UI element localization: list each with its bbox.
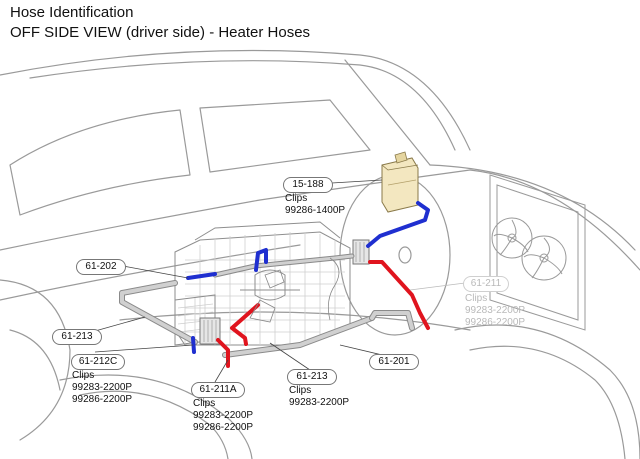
page-subtitle: OFF SIDE VIEW (driver side) - Heater Hos… [10, 24, 311, 41]
hose-61-202-gray-fill [213, 254, 354, 277]
note-line: 99283-2200P [72, 382, 133, 393]
wheelhouse-hub [398, 246, 412, 264]
note-line: 99286-1400P [285, 205, 346, 216]
leader-61-212c [94, 344, 194, 353]
note-line: Clips [285, 193, 308, 204]
note-line: Clips [72, 370, 95, 381]
engine-support [249, 299, 276, 323]
front-wheel-arch [454, 324, 640, 459]
radiator-frame [489, 174, 586, 331]
callout-61-212c: 61-212C [71, 354, 125, 370]
page-title: Hose Identification [10, 4, 134, 21]
reservoir-top [381, 164, 419, 171]
side-window [199, 99, 371, 173]
hose-61-211 [368, 260, 430, 330]
engine-top [194, 221, 341, 241]
engine-pipe [327, 257, 340, 321]
hose-15-188 [366, 201, 430, 248]
front-wheel-left-inner [79, 390, 229, 459]
fan-left-hub [507, 233, 517, 243]
front-wheel-left-arch [59, 374, 253, 459]
note-line: 99283-2200P [193, 410, 254, 421]
vehicle-body-outline [0, 49, 640, 459]
callout-61-212c-notes: Clips 99283-2200P 99286-2200P [72, 370, 132, 406]
roof-line [0, 49, 471, 151]
note-line: Clips [465, 293, 488, 304]
roof-inner-line [29, 60, 456, 151]
hose-61-201-fill [370, 311, 414, 330]
note-line: 99286-2200P [465, 317, 526, 328]
heater-core [199, 317, 221, 345]
note-line: Clips [289, 385, 312, 396]
hose-61-211a [230, 303, 260, 346]
leader-61-202 [122, 265, 189, 279]
engine-lower-hatch [177, 297, 214, 344]
callout-15-188: 15-188 [283, 177, 333, 193]
coolant-reservoir [381, 151, 419, 213]
blue-hoses [186, 201, 430, 354]
front-fender [429, 164, 636, 251]
note-line: 99283-2200P [289, 397, 350, 408]
hose-61-202-blue [186, 272, 217, 280]
note-line: 99283-2200P [465, 305, 526, 316]
fan-blades-left [493, 219, 529, 256]
leader-61-213b [269, 342, 311, 371]
fan-right [521, 235, 567, 281]
note-line: 99286-2200P [72, 394, 133, 405]
rear-lower-line [9, 329, 61, 391]
front-fender-2 [469, 169, 640, 271]
rear-wheel-arch [0, 279, 71, 441]
heater-valve-box [352, 239, 370, 265]
note-line: Clips [193, 398, 216, 409]
hose-61-202-blue-b [254, 248, 268, 272]
windshield-pillar [344, 59, 431, 166]
leader-61-211 [409, 282, 466, 291]
gray-hoses [119, 253, 415, 358]
leader-61-211a [214, 359, 229, 383]
hose-61-213-b-fill [223, 311, 377, 357]
callout-61-213-b-notes: Clips 99283-2200P [289, 385, 349, 409]
engine-detail [240, 269, 300, 301]
callout-15-188-notes: Clips 99286-1400P [285, 193, 345, 217]
callout-61-201: 61-201 [369, 354, 419, 370]
radiator-frame-inner [496, 184, 579, 321]
callout-61-211: 61-211 [463, 276, 509, 292]
hose-61-213-b [222, 310, 378, 358]
note-line: 99286-2200P [193, 422, 254, 433]
hose-61-213-loop-fill [120, 281, 197, 344]
fan-right-hub [539, 253, 549, 263]
callout-61-211a: 61-211A [191, 382, 245, 398]
reservoir-fill-line [387, 179, 417, 186]
heater-valve-fins [355, 242, 365, 262]
callout-61-202: 61-202 [76, 259, 126, 275]
reservoir-cap [394, 151, 408, 164]
front-wheel-arch-inner [469, 345, 626, 459]
callout-61-213-a: 61-213 [52, 329, 102, 345]
engine-components [249, 257, 340, 323]
fan-blades-right [523, 237, 563, 279]
leader-lines [87, 179, 466, 383]
callout-61-211-notes: Clips 99283-2200P 99286-2200P [465, 293, 525, 329]
callout-61-211a-notes: Clips 99283-2200P 99286-2200P [193, 398, 253, 434]
callout-61-213-b: 61-213 [287, 369, 337, 385]
fan-left [491, 217, 533, 259]
heater-valve [352, 239, 370, 265]
rear-window [9, 109, 191, 216]
heater-core-fins [203, 320, 217, 342]
intake-part [264, 269, 285, 289]
hose-61-212c [191, 336, 196, 354]
radiator-fan-assembly [489, 174, 586, 331]
heater-core-box [199, 317, 221, 345]
